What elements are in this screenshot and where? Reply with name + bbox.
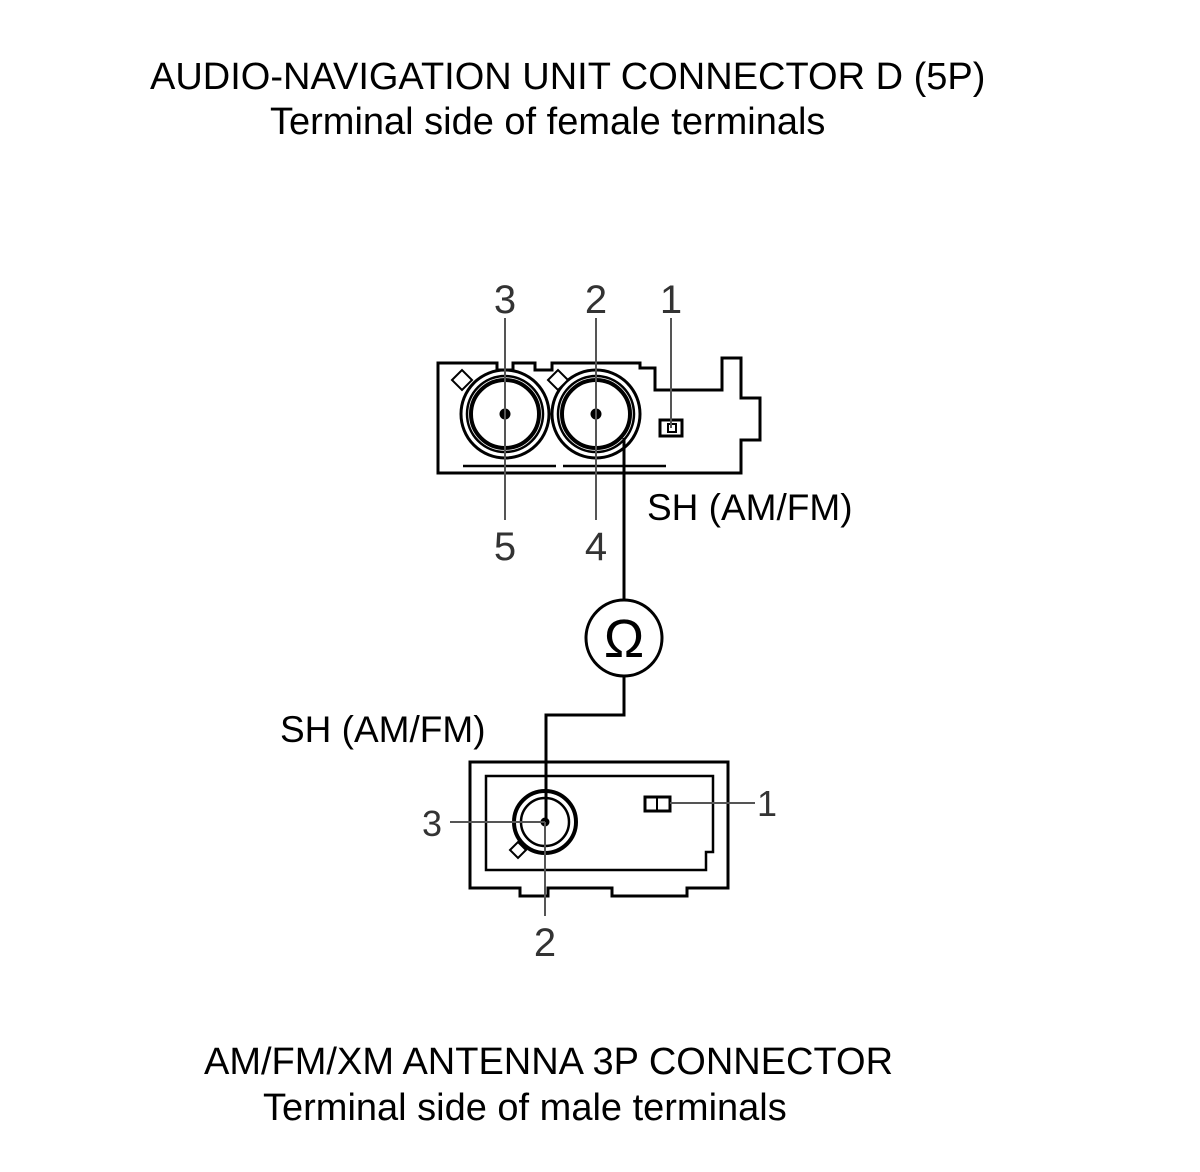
- top-connector-housing: [436, 356, 762, 475]
- top-connector: [436, 356, 762, 475]
- bottom-pin-leaders: [450, 802, 755, 916]
- bottom-coax-plug: [508, 789, 578, 860]
- top-pin-leaders: [504, 318, 672, 520]
- bottom-wire-label: SH (AM/FM): [280, 709, 486, 750]
- top-wire-label: SH (AM/FM): [647, 487, 853, 528]
- bottom-connector-inner-wall: [484, 774, 715, 872]
- probe-wire: [544, 438, 626, 822]
- top-coax-socket-right: [546, 368, 642, 460]
- top-pin-label-3: 3: [494, 278, 516, 322]
- bottom-pin-label-1: 1: [757, 783, 777, 824]
- bottom-connector: [468, 760, 730, 898]
- ohm-symbol: Ω: [604, 609, 644, 669]
- ohmmeter-symbol: Ω: [584, 598, 664, 678]
- bottom-connector-subtitle: Terminal side of male terminals: [263, 1087, 787, 1129]
- top-pin-label-2: 2: [585, 278, 607, 322]
- top-connector-subtitle: Terminal side of female terminals: [270, 101, 825, 143]
- bottom-pin-label-2: 2: [534, 921, 556, 965]
- bottom-connector-title: AM/FM/XM ANTENNA 3P CONNECTOR: [204, 1041, 893, 1083]
- top-connector-title: AUDIO-NAVIGATION UNIT CONNECTOR D (5P): [150, 56, 985, 98]
- bottom-connector-housing: [468, 760, 730, 898]
- bottom-pin-label-3: 3: [422, 803, 442, 844]
- top-pin-label-1: 1: [660, 278, 682, 322]
- top-pin-label-5: 5: [494, 525, 516, 569]
- top-coax-socket-left: [450, 368, 551, 460]
- top-pin-label-4: 4: [585, 525, 607, 569]
